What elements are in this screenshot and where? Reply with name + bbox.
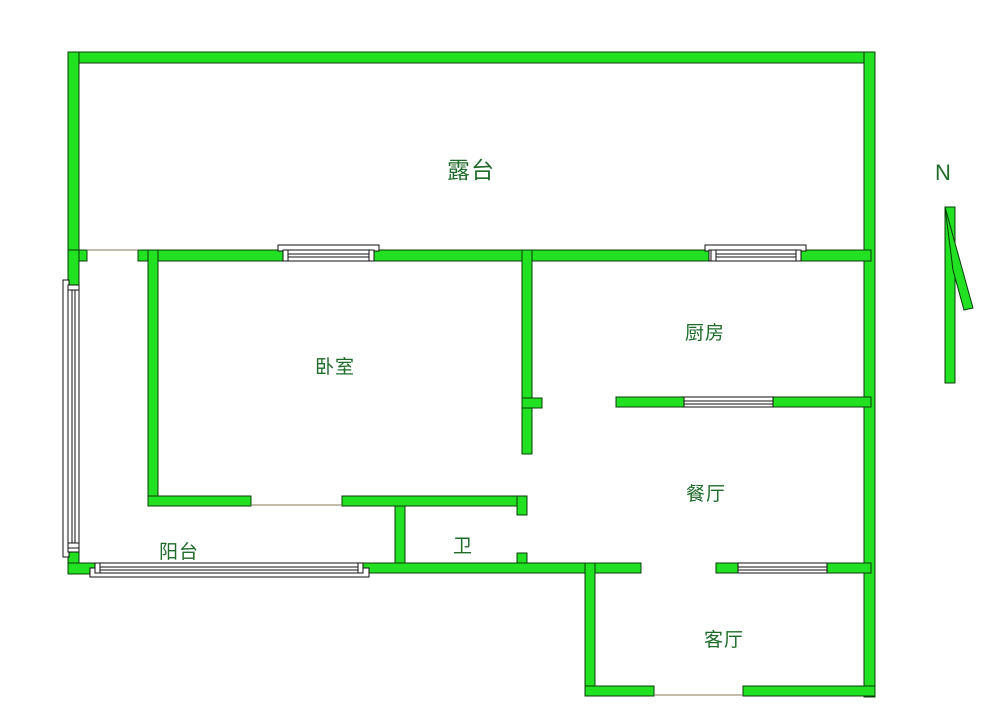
window-dining [737,562,828,574]
lower-walls [362,562,876,697]
window-terrace-left [277,244,380,262]
door-openings [87,249,743,696]
window-kitchen [683,396,774,408]
window-balcony-bottom [89,562,370,578]
room-label-bedroom: 卧室 [315,356,356,378]
compass-north-label: N [935,160,951,185]
room-label-balcony: 阳台 [159,541,200,563]
outer-walls [67,51,876,698]
terrace-wall [137,249,872,262]
room-label-bathroom: 卫 [453,535,474,557]
room-label-living: 客厅 [704,629,745,651]
window-terrace-right [704,244,807,262]
window-balcony-left [62,279,80,558]
bedroom-walls [147,249,543,516]
north-arrow-icon [944,206,974,384]
room-label-kitchen: 厨房 [685,322,726,344]
room-label-dining: 餐厅 [686,483,727,505]
room-label-terrace: 露台 [447,158,495,184]
